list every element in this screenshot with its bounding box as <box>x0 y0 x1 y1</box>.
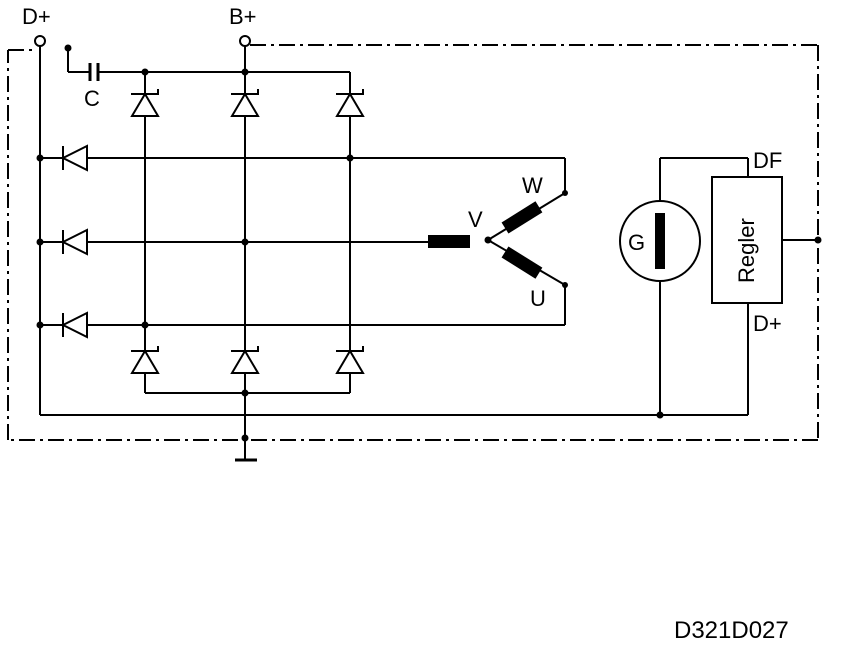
generator-symbol <box>619 200 701 282</box>
label-regulator: Regler <box>734 218 759 283</box>
exciter-diode-2 <box>60 228 88 256</box>
negative-diode-row <box>130 346 365 374</box>
label-capacitor: C <box>84 86 100 111</box>
wiring <box>39 46 818 460</box>
regulator-box <box>711 176 783 304</box>
terminal-b-plus <box>239 35 251 47</box>
winding-u <box>501 246 543 279</box>
label-df: DF <box>753 148 782 173</box>
label-b-plus: B+ <box>229 4 257 29</box>
exciter-diode-1 <box>60 144 88 172</box>
exciter-diode-row <box>60 144 88 339</box>
stator-windings <box>428 201 543 279</box>
capacitor-symbol <box>88 63 100 81</box>
terminal-d-plus <box>34 35 46 47</box>
winding-w <box>501 201 543 234</box>
label-winding-w: W <box>522 173 543 198</box>
label-winding-u: U <box>530 286 546 311</box>
zener-diode-upper-2 <box>230 89 260 117</box>
zener-diode-lower-3 <box>335 346 365 374</box>
label-d-plus-regulator: D+ <box>753 311 782 336</box>
label-generator: G <box>628 230 645 255</box>
winding-v <box>428 235 470 248</box>
zener-diode-lower-1 <box>130 346 160 374</box>
junction-dots <box>36 44 822 442</box>
label-winding-v: V <box>468 207 483 232</box>
zener-diode-upper-3 <box>335 89 365 117</box>
exciter-diode-3 <box>60 311 88 339</box>
positive-diode-row <box>130 89 365 117</box>
terminal-circles <box>34 35 251 47</box>
zener-diode-upper-1 <box>130 89 160 117</box>
zener-diode-lower-2 <box>230 346 260 374</box>
label-d-plus-top: D+ <box>22 4 51 29</box>
drawing-code: D321D027 <box>674 617 789 644</box>
